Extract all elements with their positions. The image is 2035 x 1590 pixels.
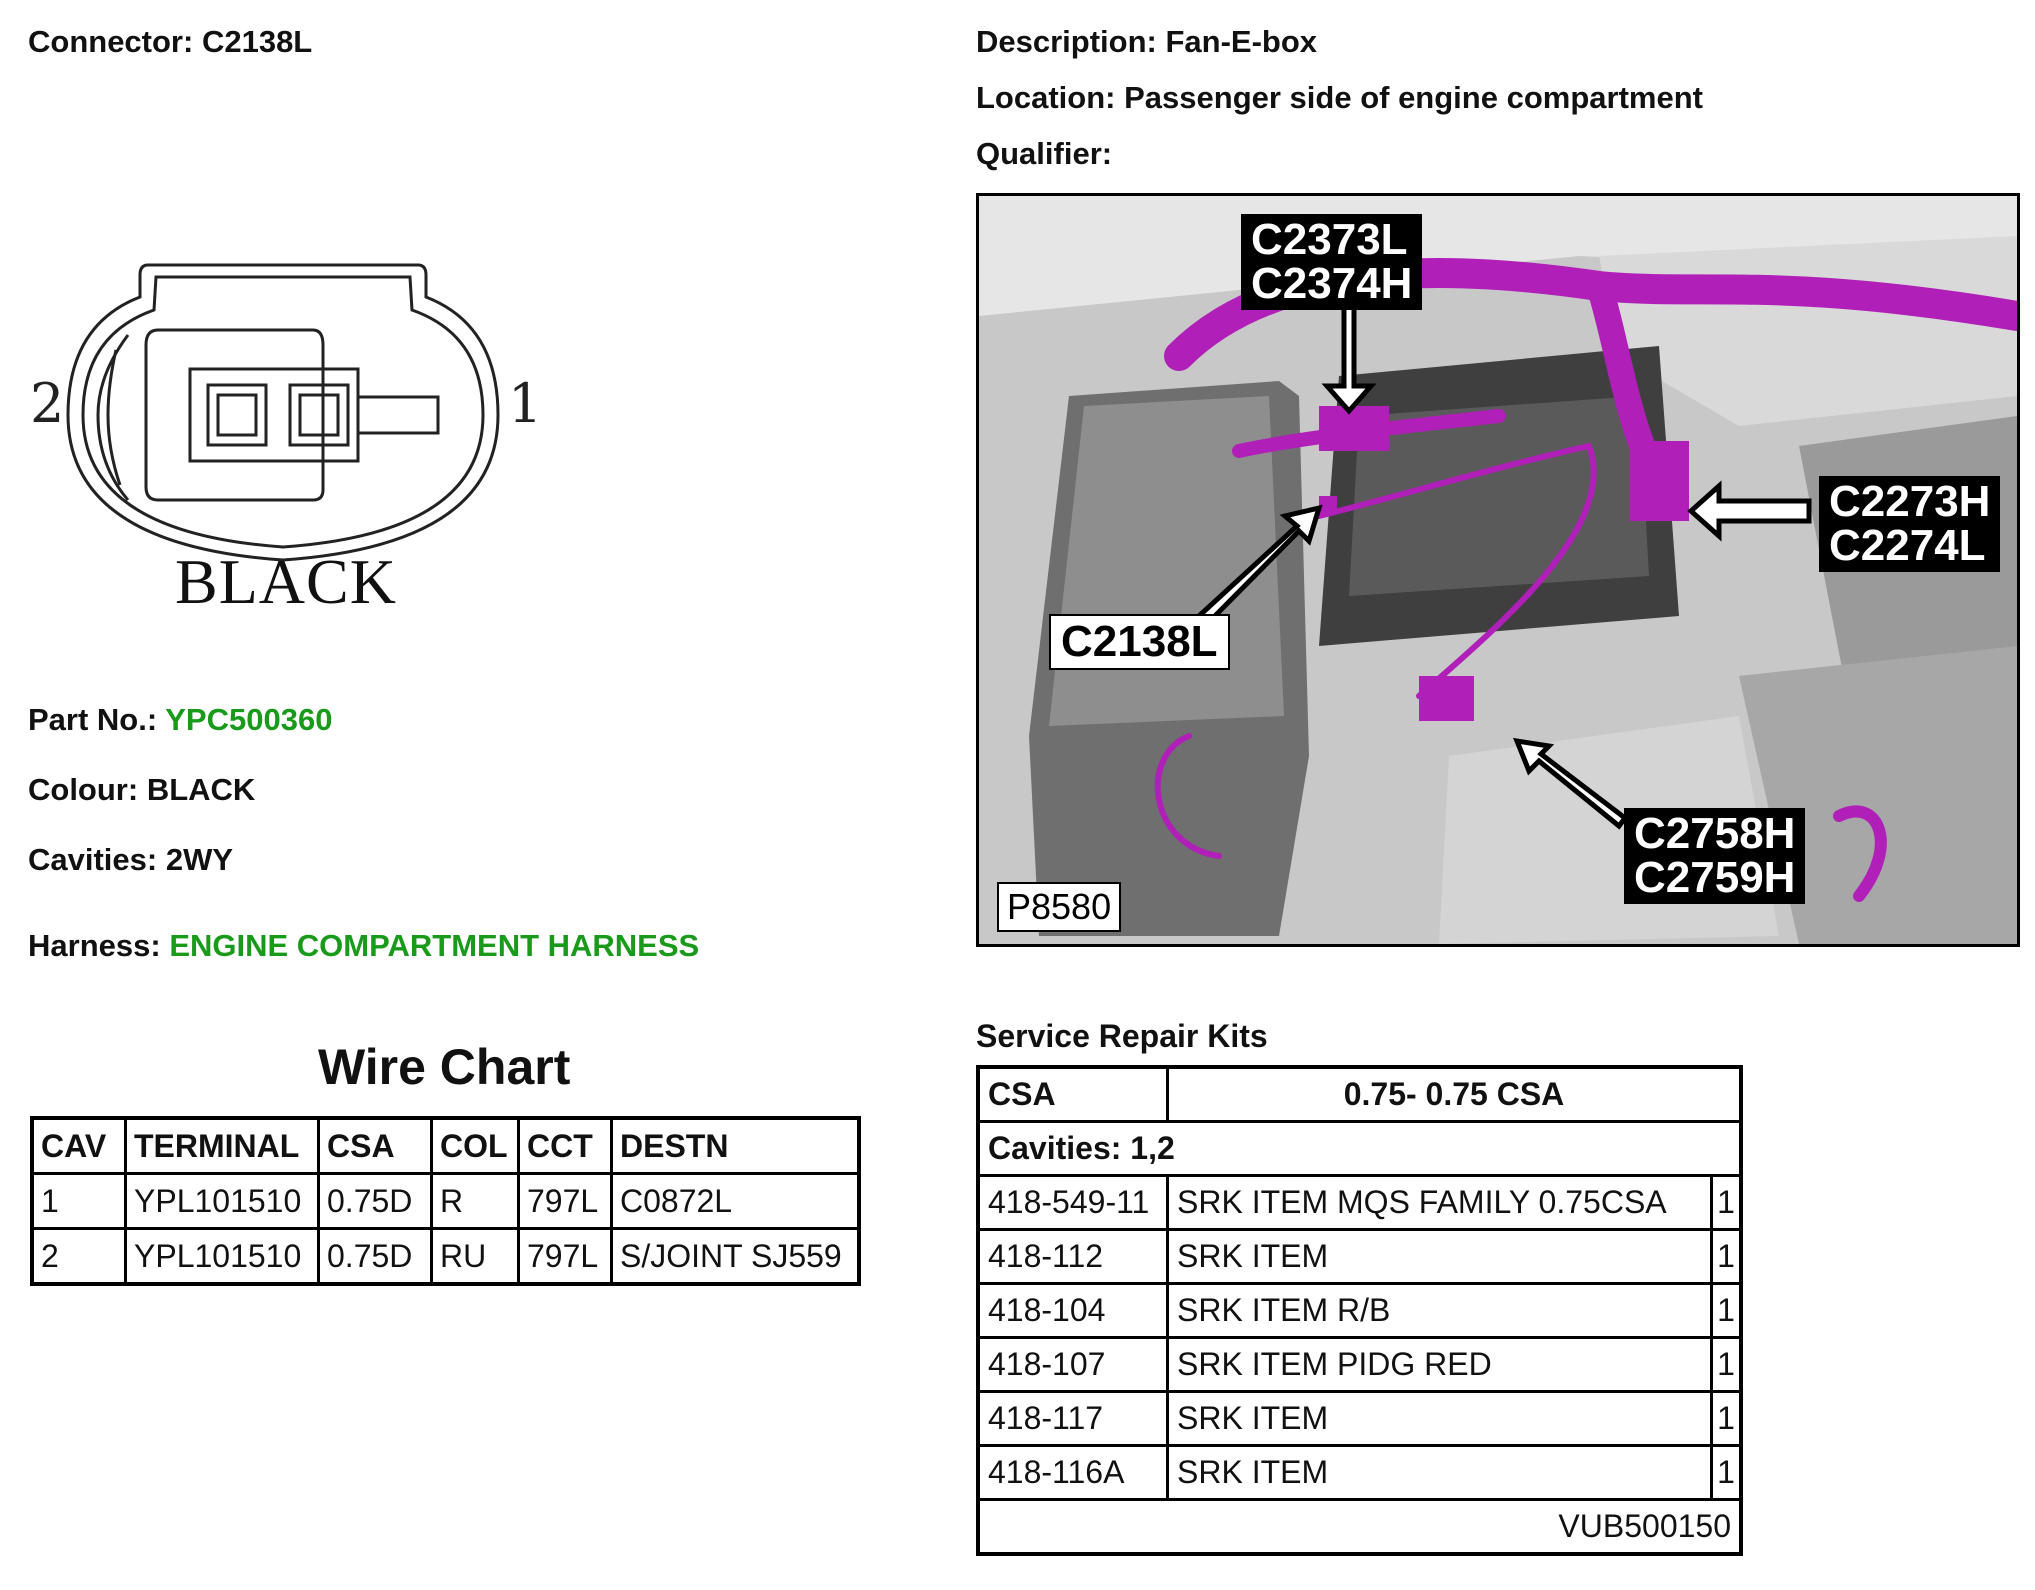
header-col: COL [430,1116,520,1175]
colour-label: Colour: [28,772,139,807]
cell-destn: S/JOINT SJ559 [610,1227,861,1286]
cell-col: R [430,1172,520,1230]
header-csa: CSA [317,1116,433,1175]
service-repair-kits-title: Service Repair Kits [976,1018,1268,1054]
srk-csa-label: CSA [976,1065,1169,1123]
table-row: 418-549-11 SRK ITEM MQS FAMILY 0.75CSA 1 [976,1174,1743,1231]
table-row: 418-107 SRK ITEM PIDG RED 1 [976,1336,1743,1393]
harness-field: Harness: ENGINE COMPARTMENT HARNESS [28,928,699,964]
harness-link[interactable]: ENGINE COMPARTMENT HARNESS [169,928,700,963]
callout-c2758h-c2759h: C2758H C2759H [1624,808,1806,904]
srk-quantity: 1 [1710,1228,1743,1285]
srk-description: SRK ITEM [1166,1390,1713,1447]
srk-quantity: 1 [1710,1282,1743,1339]
cavities-value: 2WY [165,842,234,877]
callout-arrows [1195,288,1812,830]
part-no-field: Part No.: YPC500360 [28,702,332,738]
service-repair-kits-table: CSA 0.75- 0.75 CSA Cavities: 1,2 418-549… [976,1065,1743,1556]
srk-description: SRK ITEM R/B [1166,1282,1713,1339]
callout-c2273h-c2274l: C2273H C2274L [1819,476,2001,572]
srk-quantity: 1 [1710,1336,1743,1393]
harness-label: Harness: [28,928,161,963]
wire-chart-title: Wire Chart [318,1039,571,1095]
description-label: Description: [976,24,1157,59]
connector-face-diagram [66,263,500,562]
part-no-link[interactable]: YPC500360 [165,702,333,737]
part-no-label: Part No.: [28,702,158,737]
srk-footer-row: VUB500150 [976,1498,1743,1556]
callout-c2138l: C2138L [1049,614,1230,670]
srk-part-number: 418-112 [976,1228,1169,1285]
srk-part-number: 418-107 [976,1336,1169,1393]
srk-description: SRK ITEM [1166,1228,1713,1285]
wire-chart-table: CAV TERMINAL CSA COL CCT DESTN 1 YPL1015… [30,1116,861,1286]
colour-value: BLACK [146,772,256,807]
srk-part-number: 418-117 [976,1390,1169,1447]
table-row: 418-116A SRK ITEM 1 [976,1444,1743,1501]
description-field: Description: Fan-E-box [976,24,1317,60]
header-terminal: TERMINAL [124,1116,320,1175]
cell-csa: 0.75D [317,1227,433,1286]
cell-terminal: YPL101510 [124,1172,320,1230]
srk-description: SRK ITEM MQS FAMILY 0.75CSA [1166,1174,1713,1231]
connector-label: Connector: [28,24,194,59]
table-row: 418-117 SRK ITEM 1 [976,1390,1743,1447]
engine-bay-illustration [979,196,2017,944]
srk-part-number: 418-116A [976,1444,1169,1501]
cell-cct: 797L [517,1227,613,1286]
description-value: Fan-E-box [1165,24,1318,59]
cell-col: RU [430,1227,520,1286]
table-row: 418-112 SRK ITEM 1 [976,1228,1743,1285]
cavities-label: Cavities: [28,842,158,877]
srk-csa-row: CSA 0.75- 0.75 CSA [976,1065,1743,1123]
connector-field: Connector: C2138L [28,24,312,60]
cavities-field: Cavities: 2WY [28,842,233,878]
photo-reference-id: P8580 [997,882,1122,932]
cell-cav: 2 [30,1227,127,1286]
header-cav: CAV [30,1116,127,1175]
srk-csa-value: 0.75- 0.75 CSA [1166,1065,1743,1123]
header-cct: CCT [517,1116,613,1175]
srk-part-number: 418-104 [976,1282,1169,1339]
cell-destn: C0872L [610,1172,861,1230]
connector-c2138l-mark [1319,496,1337,514]
cell-cct: 797L [517,1172,613,1230]
srk-part-number: 418-549-11 [976,1174,1169,1231]
qualifier-label: Qualifier: [976,136,1113,171]
connector-block-right [1629,441,1689,521]
location-label: Location: [976,80,1116,115]
wire-chart-header-row: CAV TERMINAL CSA COL CCT DESTN [30,1116,861,1175]
srk-quantity: 1 [1710,1390,1743,1447]
srk-cavities: Cavities: 1,2 [976,1120,1743,1177]
connector-value: C2138L [201,24,313,59]
table-row: 418-104 SRK ITEM R/B 1 [976,1282,1743,1339]
pin-1-number: 1 [508,372,543,435]
cell-cav: 1 [30,1172,127,1230]
srk-description: SRK ITEM PIDG RED [1166,1336,1713,1393]
cell-terminal: YPL101510 [124,1227,320,1286]
connector-block-top [1319,406,1389,451]
srk-quantity: 1 [1710,1444,1743,1501]
srk-quantity: 1 [1710,1174,1743,1231]
table-row: 2 YPL101510 0.75D RU 797L S/JOINT SJ559 [30,1227,861,1286]
header-destn: DESTN [610,1116,861,1175]
location-value: Passenger side of engine compartment [1124,80,1703,115]
connector-location-photo: C2373L C2374H C2273H C2274L C2138L C2758… [976,193,2020,947]
srk-cavities-row: Cavities: 1,2 [976,1120,1743,1177]
pin-2-number: 2 [30,372,65,435]
colour-field: Colour: BLACK [28,772,255,808]
cell-csa: 0.75D [317,1172,433,1230]
srk-description: SRK ITEM [1166,1444,1713,1501]
qualifier-field: Qualifier: [976,136,1112,172]
table-row: 1 YPL101510 0.75D R 797L C0872L [30,1172,861,1230]
connector-block-bottom [1419,676,1474,721]
connector-colour-caption: BLACK [175,546,397,617]
srk-footer-code: VUB500150 [976,1498,1743,1556]
callout-c2373l-c2374h: C2373L C2374H [1241,214,1423,310]
location-field: Location: Passenger side of engine compa… [976,80,1703,116]
